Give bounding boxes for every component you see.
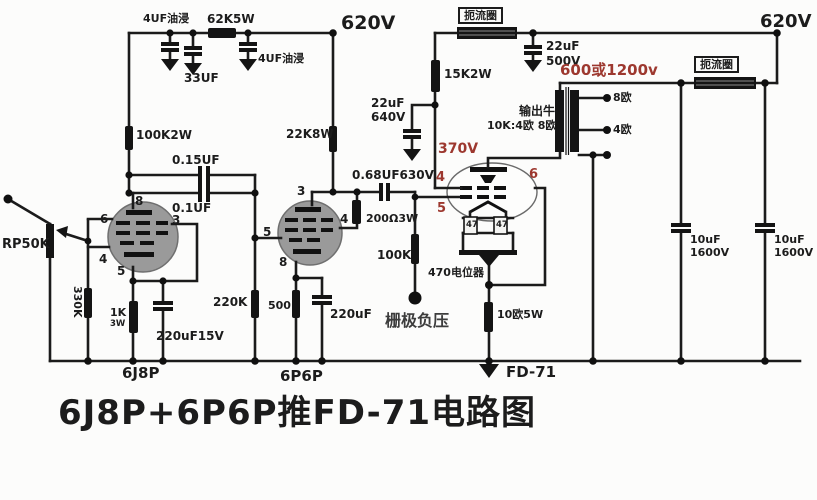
resistor-100k2w [125, 126, 133, 150]
label-cap-220uf: 220uF [330, 307, 372, 321]
resistor-22k8w [329, 126, 337, 152]
ground-fd71 [479, 364, 499, 378]
speaker-terminals [603, 94, 611, 159]
pin-label-6j8p-3: 3 [172, 213, 181, 227]
pin-label-fd71-4: 4 [436, 170, 446, 185]
input-terminal [3, 194, 13, 204]
pin-label-6p6p-3: 3 [297, 184, 306, 198]
tube-label-6p6p: 6P6P [280, 367, 323, 385]
potentiometer-rp50k-symbol [46, 224, 68, 258]
resistor-1k [129, 301, 138, 333]
resistor-220k [251, 290, 259, 318]
label-cap-22uf640-1: 22uF [371, 96, 405, 110]
label-bias: 栅极负压 [385, 311, 450, 330]
capacitor-plates [153, 42, 775, 311]
label-cap-22uf640-2: 640V [371, 110, 406, 124]
label-620v-left: 620V [341, 12, 396, 34]
label-res-10r5w: 10欧5W [497, 308, 544, 321]
pin-label-6p6p-4: 4 [340, 212, 349, 226]
label-opt-name: 输出牛 [519, 104, 556, 118]
fd71-filament-resistors [459, 216, 517, 267]
label-res-15k2w: 15K2W [444, 67, 492, 81]
diagram-title: 6J8P+6P6P推FD-71电路图 [58, 393, 537, 433]
label-res-200r: 200Ω3W [366, 212, 419, 225]
label-cap-4uf-a: 4UF油浸 [143, 12, 190, 25]
label-res-100k2w: 100K2W [136, 128, 192, 142]
label-cap-33uf: 33UF [184, 71, 219, 85]
label-cap-10uf-a-1: 10uF [690, 233, 721, 246]
tube-6j8p-symbol [107, 201, 179, 273]
label-hum-pot: 470电位器 [428, 266, 484, 279]
resistor-10r5w [484, 302, 493, 332]
label-370v: 370V [438, 141, 479, 157]
label-cap-4uf-b: 4UF油浸 [258, 52, 305, 65]
resistor-330k [84, 288, 92, 318]
label-cap-10uf-b-2: 1600V [774, 246, 814, 259]
pin-label-6p6p-5: 5 [263, 225, 272, 239]
label-tap-8ohm: 8欧 [613, 91, 632, 104]
label-pot-rp50k: RP50K [2, 237, 50, 252]
tube-6p6p-symbol [277, 200, 343, 266]
label-tap-4ohm: 4欧 [613, 123, 632, 136]
resistor-500 [292, 290, 300, 318]
pin-label-fd71-6: 6 [529, 167, 539, 182]
label-620v-right: 620V [760, 11, 812, 32]
ground-symbols [161, 59, 542, 378]
label-choke-left: 扼流圈 [458, 7, 503, 24]
label-res-330k: 330K [71, 286, 84, 318]
label-opt-ratio: 10K:4欧 8欧 [487, 119, 557, 132]
pin-label-6j8p-4: 4 [99, 252, 108, 266]
label-res-22k8w: 22K8W [286, 127, 334, 141]
resistor-100k [411, 234, 419, 264]
label-res-1k: 1K [110, 306, 127, 319]
choke-left-symbol [457, 27, 517, 39]
choke-right-symbol [694, 77, 756, 89]
tube-label-6j8p: 6J8P [122, 364, 160, 382]
label-cap-068uf: 0.68UF630V [352, 168, 434, 182]
output-transformer-symbol [555, 87, 579, 155]
label-fil-res-a: 47 [466, 220, 478, 230]
pin-label-6j8p-8: 8 [135, 194, 144, 208]
label-cap-22uf500-1: 22uF [546, 39, 580, 53]
tube-fd71-symbol [446, 162, 538, 222]
resistor-62k5w [208, 28, 236, 38]
pin-label-6j8p-6: 6 [100, 212, 109, 226]
label-choke-right: 扼流圈 [694, 56, 739, 73]
pin-label-fd71-5: 5 [437, 201, 447, 216]
label-res-500: 500 [268, 299, 291, 312]
label-cap-01uf: 0.1UF [172, 201, 212, 215]
pin-label-6j8p-5: 5 [117, 264, 126, 278]
pin-label-6p6p-8: 8 [279, 255, 288, 269]
label-cap-10uf-a-2: 1600V [690, 246, 730, 259]
resistor-200r [352, 200, 361, 224]
label-cap-10uf-b-1: 10uF [774, 233, 805, 246]
junction-dots [84, 29, 781, 365]
label-res-62k5w: 62K5W [207, 12, 255, 26]
label-res-220k: 220K [213, 295, 248, 309]
resistor-15k2w [431, 60, 440, 92]
tube-label-fd71: FD-71 [506, 363, 557, 381]
label-b-plus: 600或1200v [560, 61, 658, 79]
label-res-100k: 100K [377, 248, 412, 262]
resistors [84, 28, 493, 333]
bias-terminal [408, 291, 422, 305]
label-cap-22uf500-2: 500V [546, 54, 581, 68]
label-cap-015uf: 0.15UF [172, 153, 220, 167]
label-res-1k-watt: 3W [110, 319, 126, 329]
label-cap-220uf15v: 220uF15V [156, 329, 224, 343]
label-fil-res-b: 47 [496, 220, 508, 230]
